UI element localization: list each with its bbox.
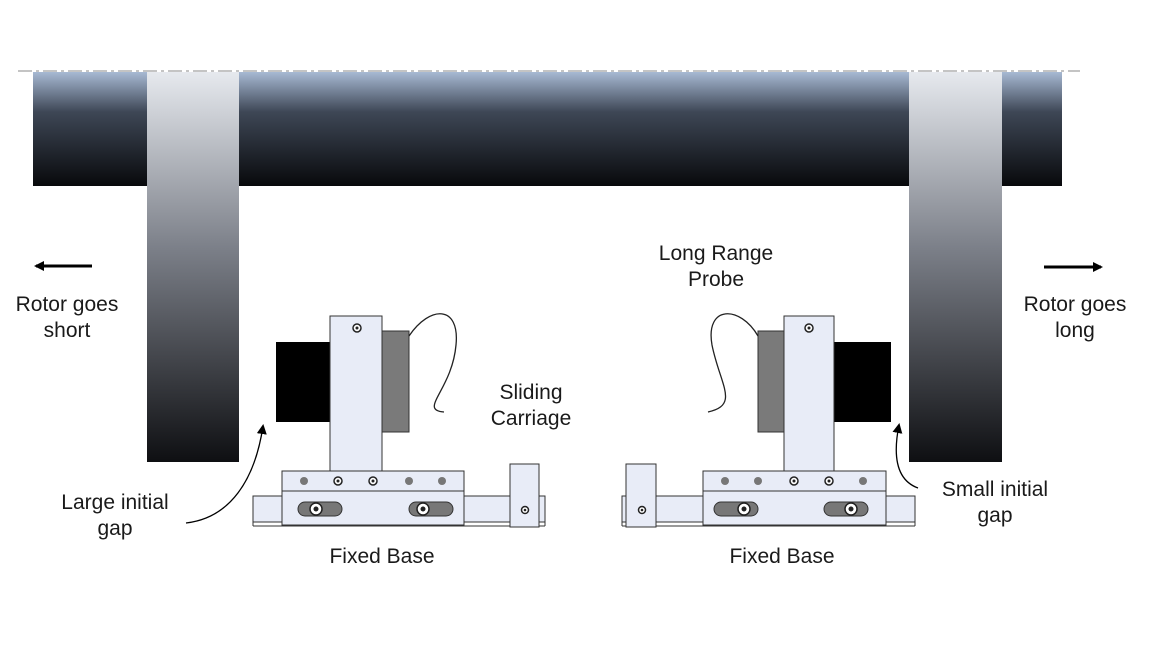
right-target-block <box>832 342 891 422</box>
large-gap-line1: Large initial <box>61 491 169 514</box>
rotor-long-line1: Rotor goes <box>1023 293 1127 316</box>
large-gap-label: Large initial gap <box>52 490 178 542</box>
fillet-left-outer <box>125 186 147 210</box>
right-probe-cable <box>707 313 759 413</box>
fillet-right-inner <box>885 186 909 210</box>
fixed-base-left-label: Fixed Base <box>329 545 435 568</box>
right-probe-body <box>757 330 787 433</box>
large-gap-arrow <box>185 424 267 524</box>
rotor-collar-left <box>147 72 239 462</box>
probe-line2: Probe <box>687 268 745 291</box>
rotor-long-label: Rotor goes long <box>1015 292 1135 344</box>
carriage-line1: Sliding <box>499 381 563 404</box>
large-gap-line2: gap <box>97 517 133 540</box>
rotor-short-label: Rotor goes short <box>8 292 126 344</box>
left-probe-body <box>380 330 410 433</box>
right-slot-1 <box>713 501 759 517</box>
probe-line1: Long Range <box>658 242 774 265</box>
right-probe-assembly <box>621 313 916 528</box>
small-gap-label: Small initial gap <box>930 477 1060 529</box>
rotor-short-line2: short <box>43 319 91 342</box>
left-target-block <box>276 342 336 422</box>
right-end-stop <box>625 463 657 528</box>
rotor-long-line2: long <box>1055 319 1095 342</box>
carriage-line2: Carriage <box>490 407 572 430</box>
small-gap-line2: gap <box>977 504 1013 527</box>
left-carriage-plate <box>329 315 383 491</box>
fillet-right-outer <box>1002 186 1025 210</box>
rotor-collar-right <box>909 72 1002 462</box>
small-gap-arrow <box>892 423 919 489</box>
carriage-label: Sliding Carriage <box>480 380 582 432</box>
rotor-short-line1: Rotor goes <box>15 293 119 316</box>
left-probe-cable <box>408 313 457 413</box>
left-end-stop <box>509 463 540 528</box>
small-gap-line1: Small initial <box>941 478 1049 501</box>
left-probe-assembly <box>252 313 546 528</box>
right-carriage-plate <box>783 315 835 491</box>
fillet-left-inner <box>239 186 265 210</box>
left-slot-2 <box>408 501 454 517</box>
probe-label: Long Range Probe <box>648 241 784 293</box>
fixed-base-right-label: Fixed Base <box>729 545 835 568</box>
